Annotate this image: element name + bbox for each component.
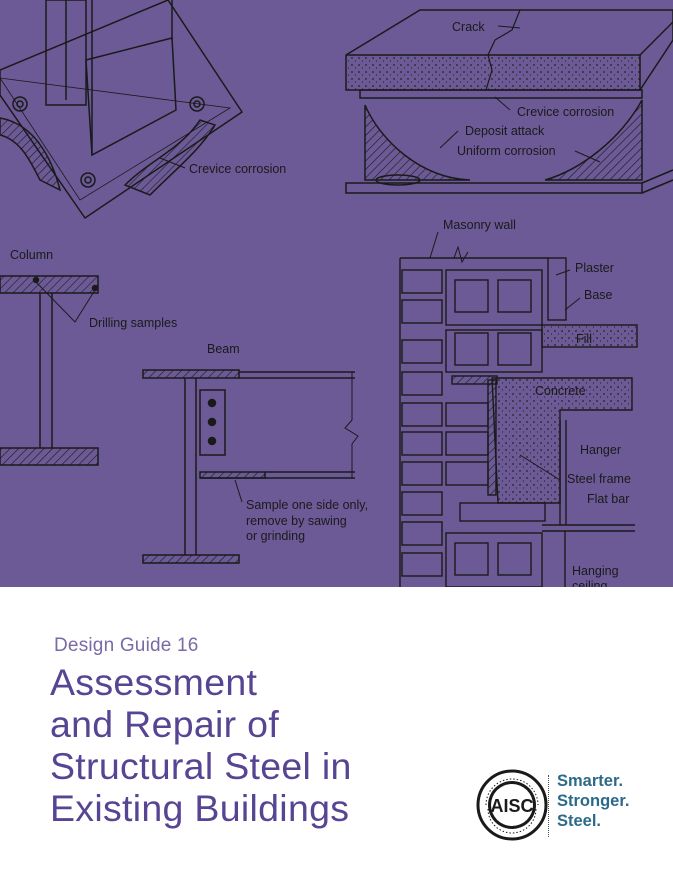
cover-title-area: Design Guide 16 Assessment and Repair of…	[0, 587, 673, 876]
label-flat-bar: Flat bar	[587, 492, 629, 506]
label-hanging-ceiling-line1: Hanging	[572, 564, 619, 578]
slab-corrosion-drawing	[345, 9, 673, 194]
label-sample-line3: or grinding	[246, 529, 305, 543]
label-fill: Fill	[576, 332, 592, 346]
label-sample-line2: remove by sawing	[246, 514, 347, 528]
cover-illustration: Crevice corrosion Crack Crevice corrosio…	[0, 0, 673, 587]
label-uniform-corrosion: Uniform corrosion	[457, 144, 556, 158]
cover-title: Assessment and Repair of Structural Stee…	[50, 661, 352, 829]
cover-title-line3: Structural Steel in	[50, 745, 352, 787]
cover-title-line2: and Repair of	[50, 703, 280, 745]
label-crevice-corrosion-2: Crevice corrosion	[517, 105, 614, 119]
label-concrete: Concrete	[535, 384, 586, 398]
label-beam: Beam	[207, 342, 240, 356]
masonry-wall-drawing	[399, 231, 638, 587]
tagline-line3: Steel.	[557, 812, 602, 830]
label-crack: Crack	[452, 20, 485, 34]
label-base: Base	[584, 288, 613, 302]
column-drilling-drawing	[0, 275, 99, 466]
tagline-line2: Stronger.	[557, 792, 630, 810]
label-sample-line1: Sample one side only,	[246, 498, 368, 512]
label-hanging-ceiling-line2: ceiling	[572, 579, 607, 587]
tagline: Smarter. Stronger. Steel.	[557, 771, 629, 831]
label-steel-frame: Steel frame	[567, 472, 631, 486]
label-deposit-attack: Deposit attack	[465, 124, 545, 138]
logo-lettering: AISC	[490, 796, 533, 816]
label-column: Column	[10, 248, 53, 262]
cover-title-line1: Assessment	[50, 661, 258, 703]
cover-title-line4: Existing Buildings	[50, 787, 350, 829]
beam-connection-drawing	[142, 369, 359, 564]
series-label: Design Guide 16	[54, 635, 199, 656]
label-plaster: Plaster	[575, 261, 614, 275]
label-masonry-wall: Masonry wall	[443, 218, 516, 232]
label-drilling-samples: Drilling samples	[89, 316, 177, 330]
aisc-seal-logo: AISC	[476, 769, 548, 841]
tagline-line1: Smarter.	[557, 772, 624, 790]
logo-divider	[548, 775, 549, 837]
technical-drawings: Crevice corrosion Crack Crevice corrosio…	[0, 0, 673, 587]
label-hanger: Hanger	[580, 443, 621, 457]
label-crevice-corrosion-1: Crevice corrosion	[189, 162, 286, 176]
base-plate-drawing	[0, 0, 244, 220]
